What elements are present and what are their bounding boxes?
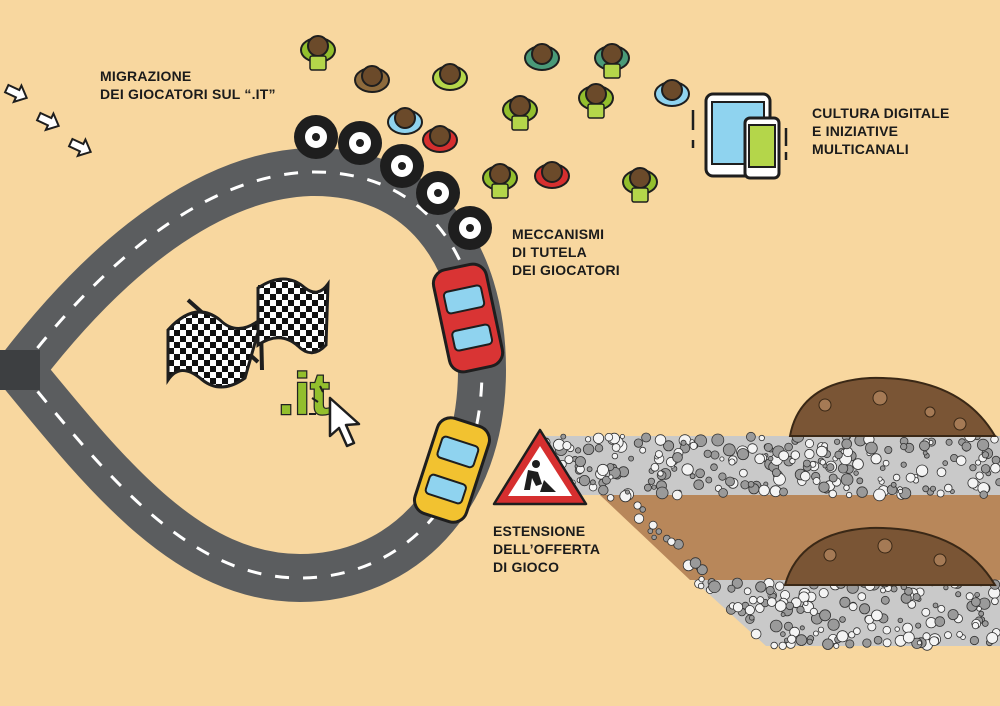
digital-culture-label-line-2: E INIZIATIVE — [812, 123, 899, 139]
checkered-flag-icon — [256, 277, 330, 371]
person-icon — [622, 167, 658, 203]
it-logo: .it — [278, 362, 330, 427]
protection-label-line-2: DI TUTELA — [512, 244, 587, 260]
digital-culture-label-line-1: CULTURA DIGITALE — [812, 105, 950, 121]
protection-label-line-1: MECCANISMI — [512, 226, 605, 242]
smartphone-icon — [743, 116, 781, 180]
tire-icon — [416, 171, 460, 215]
race-car-icon — [413, 416, 491, 524]
digital-culture-label-line-3: MULTICANALI — [812, 141, 909, 157]
tire-icon — [294, 115, 338, 159]
person-icon — [578, 83, 614, 119]
road-loop — [0, 147, 506, 602]
digital-culture-label: CULTURA DIGITALE E INIZIATIVE MULTICANAL… — [812, 104, 949, 158]
dirt-mound-top — [788, 376, 997, 437]
offer-extension-label: ESTENSIONE DELL’OFFERTA DI GIOCO — [493, 522, 600, 576]
migration-label-line-2: DEI GIOCATORI SUL “.IT” — [100, 86, 276, 102]
tire-barrier — [294, 115, 492, 250]
race-car-icon — [431, 262, 505, 374]
checkered-flag-icon — [166, 298, 265, 389]
vibration-lines — [691, 110, 788, 160]
tire-icon — [338, 121, 382, 165]
migration-label-line-1: MIGRAZIONE — [100, 68, 192, 84]
protection-label-line-3: DEI GIOCATORI — [512, 262, 620, 278]
arrow-icon — [67, 137, 93, 158]
cursor-icon — [309, 385, 361, 448]
arrow-icon — [35, 111, 61, 132]
offer-extension-label-line-3: DI GIOCO — [493, 559, 560, 575]
person-icon — [387, 107, 423, 135]
person-icon — [502, 95, 538, 131]
person-icon — [482, 163, 518, 199]
migration-arrows — [3, 83, 93, 158]
gravel-trench — [540, 429, 1000, 651]
person-icon — [354, 65, 390, 93]
tire-icon — [380, 144, 424, 188]
person-icon — [300, 35, 336, 71]
dirt-mound-bottom — [783, 526, 997, 586]
arrow-icon — [3, 83, 29, 104]
person-icon — [654, 79, 690, 107]
person-icon — [594, 43, 630, 79]
tire-icon — [448, 206, 492, 250]
person-icon — [422, 125, 458, 153]
person-icon — [534, 161, 570, 189]
person-icon — [432, 63, 468, 91]
protection-label: MECCANISMI DI TUTELA DEI GIOCATORI — [512, 225, 620, 279]
people-icon — [300, 35, 690, 203]
roadwork-warning-icon — [492, 428, 588, 506]
offer-extension-label-line-2: DELL’OFFERTA — [493, 541, 601, 557]
migration-label: MIGRAZIONE DEI GIOCATORI SUL “.IT” — [100, 67, 276, 103]
person-icon — [524, 43, 560, 71]
offer-extension-label-line-1: ESTENSIONE — [493, 523, 586, 539]
